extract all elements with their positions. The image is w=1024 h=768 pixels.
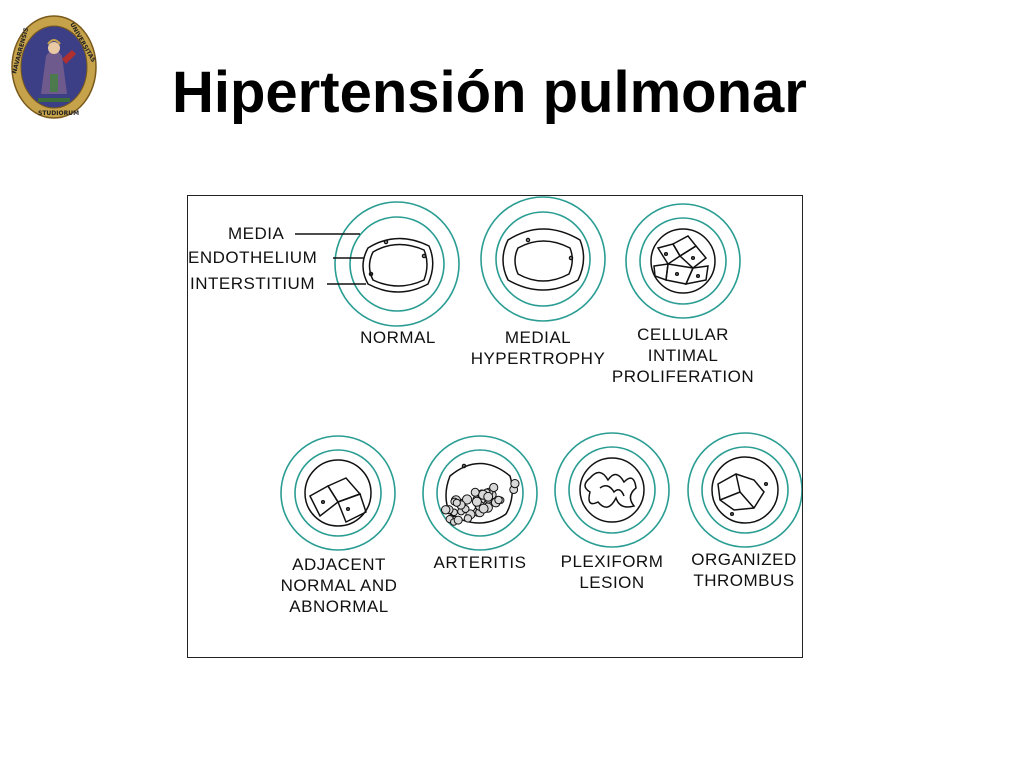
medial-hypertrophy-vessel-rings xyxy=(480,196,606,322)
inflammatory-cell xyxy=(510,479,520,489)
inflammatory-cell xyxy=(463,514,473,523)
organized-thrombus-wall xyxy=(711,456,779,524)
legend-endothelium-label: ENDOTHELIUM xyxy=(188,248,318,267)
normal-vessel-rings xyxy=(334,201,460,327)
inflammatory-cell xyxy=(441,505,451,515)
cellular-intimal-proliferation-cells xyxy=(650,228,716,294)
inflammatory-cell xyxy=(471,496,482,507)
medial-hypertrophy-vessel-wall xyxy=(502,228,585,291)
vascular-lesion-figure: MEDIA ENDOTHELIUM INTERSTITIUM NORMAL ME… xyxy=(187,195,803,658)
adjacent-vessel-rings xyxy=(280,435,396,551)
panel-label-adjacent-normal-and-abnormal: ADJACENT NORMAL AND ABNORMAL xyxy=(280,555,398,616)
inflammatory-cell xyxy=(462,494,473,505)
plexiform-lesion-wall xyxy=(579,457,645,523)
adjacent-normal-abnormal-wall xyxy=(304,459,372,527)
inflammatory-cell xyxy=(494,495,503,505)
legend-interstitium-label: INTERSTITIUM xyxy=(190,274,315,293)
panel-label-cellular-intimal-proliferation: CELLULAR INTIMAL PROLIFERATION xyxy=(611,325,755,386)
arteritis-vessel-rings xyxy=(422,435,538,551)
panel-label-normal: NORMAL xyxy=(360,328,436,347)
normal-vessel-wall xyxy=(362,237,434,293)
legend-media-label: MEDIA xyxy=(228,224,285,243)
university-seal-logo: NAVARRENSIS UNIVERSITAS STUDIORUM xyxy=(10,14,98,120)
panel-label-organized-thrombus: ORGANIZED THROMBUS xyxy=(691,550,797,590)
organized-thrombus-vessel-rings xyxy=(687,432,802,548)
arteritis-wall xyxy=(445,462,513,524)
slide-title: Hipertensión pulmonar xyxy=(172,59,807,125)
panel-label-plexiform-lesion: PLEXIFORM LESION xyxy=(560,552,664,592)
svg-text:STUDIORUM: STUDIORUM xyxy=(38,110,79,117)
inflammatory-cell xyxy=(453,515,463,525)
panel-label-arteritis: ARTERITIS xyxy=(433,553,527,572)
arteritis-inflammatory-cells xyxy=(441,479,520,526)
inflammatory-cell xyxy=(483,491,494,502)
vascular-lesion-drawing xyxy=(280,196,802,551)
plexiform-vessel-rings xyxy=(554,432,670,548)
inflammatory-cell xyxy=(489,482,499,493)
inflammatory-cell xyxy=(452,498,461,507)
cellular-intimal-proliferation-vessel-rings xyxy=(625,203,741,319)
inflammatory-cell xyxy=(478,503,489,514)
inflammatory-cell xyxy=(470,487,480,497)
panel-label-medial-hypertrophy: MEDIAL HYPERTROPHY xyxy=(470,328,606,368)
